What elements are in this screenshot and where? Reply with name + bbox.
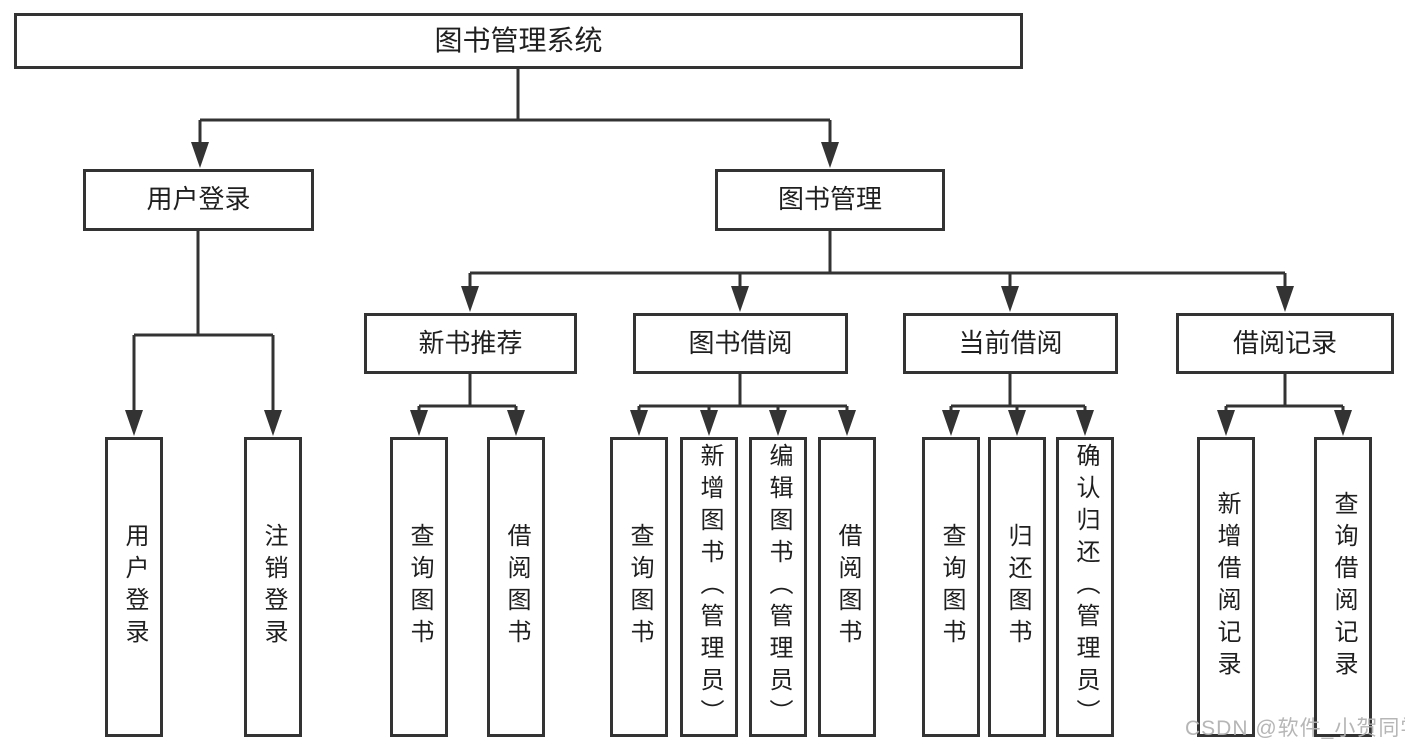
node-borrowing-records: 借阅记录 xyxy=(1176,313,1394,374)
leaf-borrow-books-recommend: 借阅图书 xyxy=(487,437,545,737)
leaf-query-books-recommend: 查询图书 xyxy=(390,437,448,737)
node-user-login: 用户登录 xyxy=(83,169,314,231)
node-book-management: 图书管理 xyxy=(715,169,945,231)
node-current-borrowing: 当前借阅 xyxy=(903,313,1118,374)
leaf-user-login: 用户登录 xyxy=(105,437,163,737)
leaf-edit-books-admin: 编辑图书（管理员） xyxy=(749,437,807,737)
watermark: CSDN @软件_小贺同学 xyxy=(1185,717,1405,740)
node-root-library-system: 图书管理系统 xyxy=(14,13,1023,69)
leaf-query-borrow-record: 查询借阅记录 xyxy=(1314,437,1372,737)
node-book-borrowing: 图书借阅 xyxy=(633,313,848,374)
leaf-borrow-books: 借阅图书 xyxy=(818,437,876,737)
leaf-add-books-admin: 新增图书（管理员） xyxy=(680,437,738,737)
leaf-confirm-return-admin: 确认归还（管理员） xyxy=(1056,437,1114,737)
leaf-query-books-borrowing: 查询图书 xyxy=(610,437,668,737)
leaf-logout: 注销登录 xyxy=(244,437,302,737)
node-new-book-recommend: 新书推荐 xyxy=(364,313,577,374)
leaf-return-books: 归还图书 xyxy=(988,437,1046,737)
leaf-add-borrow-record: 新增借阅记录 xyxy=(1197,437,1255,737)
leaf-query-books-current: 查询图书 xyxy=(922,437,980,737)
